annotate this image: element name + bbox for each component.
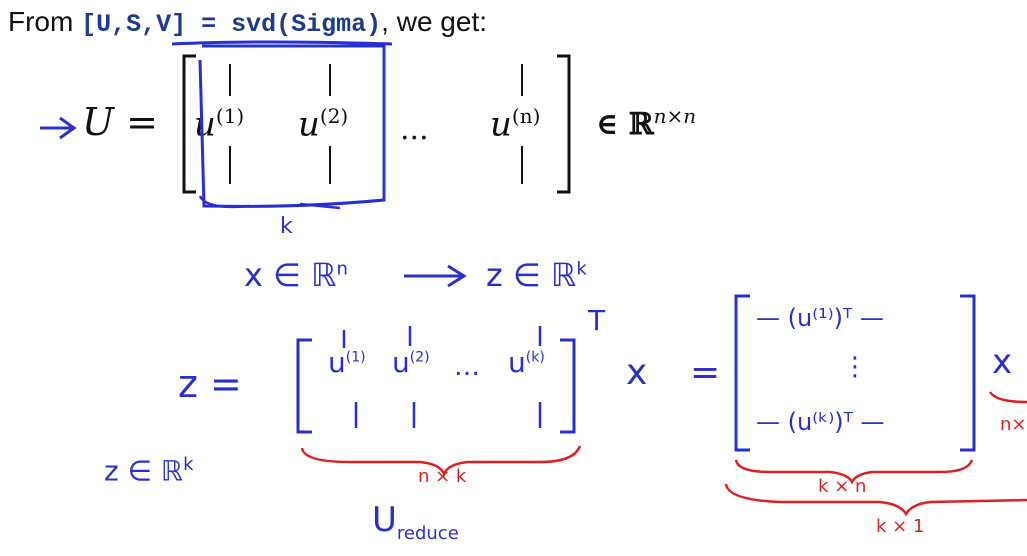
kx1-brace (724, 483, 1027, 517)
kxn-label: k × n (818, 476, 867, 497)
u1-sup: (1) (215, 104, 245, 128)
nxk-brace (300, 445, 582, 478)
mapping-arrow-icon (404, 264, 467, 288)
ureduce-right-bracket (560, 338, 576, 434)
ureduce-col-2: u(2) (392, 346, 430, 379)
svd-code: [U,S,V] = svd(Sigma) (81, 10, 382, 39)
ureduce-col-k: u(k) (508, 346, 545, 379)
intro-suffix: , we get: (381, 6, 488, 37)
un-base: u (490, 104, 512, 145)
z-in-rk-bottom: z ∈ ℝk (104, 454, 194, 487)
ureduce-col-2-sup: (2) (409, 349, 430, 366)
rows-left-bracket (734, 294, 750, 452)
column-bars (229, 64, 523, 184)
kx1-label: k × 1 (876, 516, 925, 537)
ureduce-label: Ureduce (372, 500, 459, 544)
row-first: — (u⁽¹⁾)ᵀ — (756, 304, 884, 332)
n-partial-label: n× (1000, 414, 1027, 435)
nxk-label: n × k (418, 466, 467, 487)
z-equals: z = (178, 362, 242, 406)
row-vdots: ⋮ (842, 352, 868, 382)
equals-sign: = (690, 352, 721, 393)
u2-sup: (2) (319, 104, 349, 128)
x-in-r: x ∈ ℝ (244, 256, 337, 294)
z-in-rk: z ∈ ℝk (486, 256, 587, 294)
z-bottom-exp: k (183, 454, 194, 475)
x-right: x (992, 342, 1013, 382)
ureduce-col-2-base: u (392, 346, 410, 379)
ureduce-left-bracket (296, 338, 312, 434)
z-bottom-r: z ∈ ℝ (104, 454, 184, 488)
code-underline (171, 40, 393, 46)
ureduce-col-1: u(1) (328, 346, 366, 379)
u2-symbol: u(2) (298, 104, 348, 144)
ureduce-subscript: reduce (396, 522, 459, 544)
ureduce-dots: … (454, 352, 480, 382)
arrow-icon (40, 116, 77, 140)
u-right-bracket (557, 54, 571, 194)
intro-text: From [U,S,V] = svd(Sigma), we get: (8, 6, 487, 39)
ureduce-column-bars (342, 326, 542, 428)
ureduce-base: U (372, 500, 397, 540)
x-exp: n (336, 258, 348, 280)
ureduce-col-1-sup: (1) (345, 349, 366, 366)
times-x: x (626, 352, 648, 393)
u1-symbol: u(1) (194, 104, 244, 144)
first-k-columns-box (198, 44, 386, 208)
z-exp: k (576, 258, 587, 280)
u-equals-label: U = (82, 100, 158, 144)
column-dots: ... (400, 112, 429, 147)
k-label: k (280, 214, 293, 239)
ureduce-col-k-base: u (508, 346, 526, 379)
nxn-exponent: n×n (653, 104, 697, 128)
un-sup: (n) (511, 104, 541, 128)
u-left-bracket (182, 54, 196, 194)
kxn-brace (734, 459, 974, 485)
ureduce-col-k-sup: (k) (525, 349, 545, 366)
real-space-label: ∈ ℝn×n (596, 104, 696, 142)
u2-base: u (298, 104, 320, 145)
intro-prefix: From (8, 6, 82, 37)
un-symbol: u(n) (490, 104, 540, 144)
row-last: — (u⁽ᵏ⁾)ᵀ — (756, 408, 885, 436)
transpose-label: T (588, 304, 606, 337)
in-r-symbol: ∈ ℝ (596, 107, 654, 142)
x-in-rn: x ∈ ℝn (244, 256, 348, 294)
ureduce-col-1-base: u (328, 346, 346, 379)
rows-right-bracket (960, 294, 976, 452)
u1-base: u (194, 104, 216, 145)
z-in-r: z ∈ ℝ (486, 256, 577, 294)
